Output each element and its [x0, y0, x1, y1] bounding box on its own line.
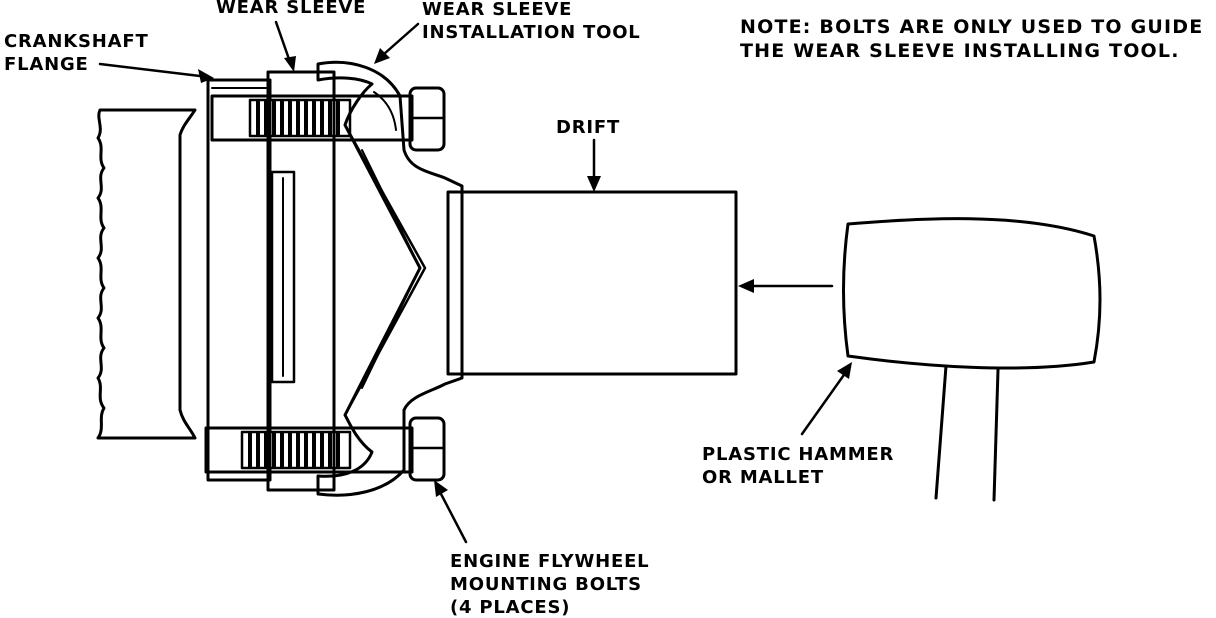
drift [446, 190, 738, 376]
installation-tool-label: WEAR SLEEVE INSTALLATION TOOL [422, 0, 641, 44]
installation-tool [316, 60, 464, 497]
crankshaft [96, 108, 197, 440]
label-line: DRIFT [556, 117, 621, 138]
label-line: INSTALLATION TOOL [422, 22, 641, 43]
label-line: WEAR SLEEVE [422, 0, 573, 20]
label-line: CRANKSHAFT [4, 31, 149, 52]
hammer [842, 217, 1102, 502]
upper-bolt [210, 86, 446, 152]
lower-bolt [204, 416, 446, 482]
label-line: MOUNTING BOLTS [450, 574, 642, 595]
leader-arrows [98, 20, 852, 544]
arrow-crankshaft-flange [98, 62, 202, 78]
mounting-bolts-label: ENGINE FLYWHEEL MOUNTING BOLTS (4 PLACES… [450, 550, 649, 618]
arrow-installation-tool [382, 22, 420, 56]
label-line: NOTE: BOLTS ARE ONLY USED TO GUIDE [740, 16, 1204, 38]
arrow-hammer [800, 370, 848, 436]
crankshaft-flange [206, 78, 272, 482]
label-line: ENGINE FLYWHEEL [450, 551, 650, 572]
crankshaft-flange-label: CRANKSHAFT FLANGE [4, 30, 149, 76]
label-line: (4 PLACES) [450, 597, 571, 618]
label-line: OR MALLET [702, 467, 824, 488]
wear-sleeve [266, 70, 336, 492]
drift-label: DRIFT [556, 116, 620, 139]
label-line: WEAR SLEEVE [216, 0, 367, 18]
wear-sleeve-label: WEAR SLEEVE [216, 0, 366, 19]
note-text: NOTE: BOLTS ARE ONLY USED TO GUIDE THE W… [740, 15, 1203, 63]
label-line: PLASTIC HAMMER [702, 444, 895, 465]
hammer-label: PLASTIC HAMMER OR MALLET [702, 443, 894, 489]
label-line: FLANGE [4, 54, 89, 75]
arrow-wear-sleeve [274, 20, 292, 64]
label-line: THE WEAR SLEEVE INSTALLING TOOL. [740, 40, 1180, 62]
arrow-bolts [438, 490, 468, 544]
